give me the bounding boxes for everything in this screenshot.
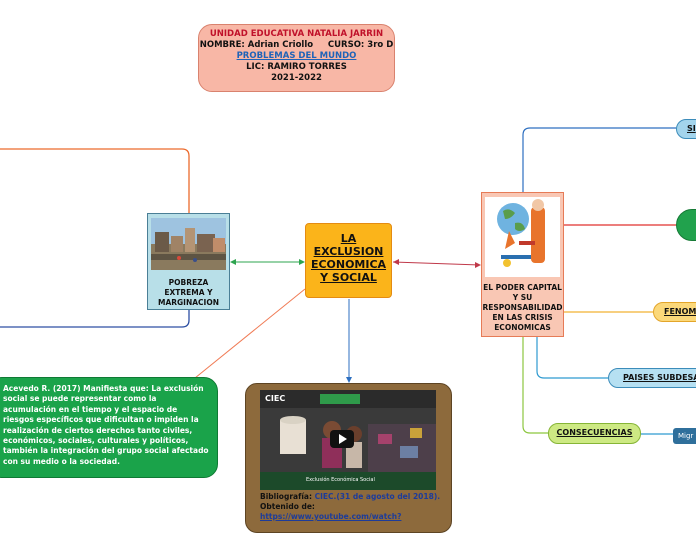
branch-node-si[interactable]: SI (676, 119, 696, 139)
capitalist-globe-illustration (485, 197, 560, 277)
quote-box[interactable]: Acevedo R. (2017) Manifiesta que: La exc… (0, 377, 218, 478)
video-channel: CIEC (265, 394, 286, 403)
school-name: UNIDAD EDUCATIVA NATALIA JARRIN (209, 29, 384, 39)
biblio-citation: CIEC.(31 de agosto del 2018). (314, 492, 441, 501)
poverty-topic[interactable]: POBREZA EXTREMA Y MARGINACION (147, 213, 230, 310)
branch-node-consecuencias[interactable]: CONSECUENCIAS (548, 423, 641, 444)
video-card[interactable]: CIEC Exclusión Económica Social Bibliogr… (245, 383, 452, 533)
central-topic[interactable]: LA EXCLUSION ECONOMICA Y SOCIAL (305, 223, 392, 298)
branch-node-si-label: SI (687, 124, 696, 133)
bibliography: Bibliografía: CIEC.(31 de agosto del 201… (260, 492, 445, 522)
capital-power-label: EL PODER CAPITAL Y SU RESPONSABILIDAD EN… (482, 283, 563, 332)
subject-title: PROBLEMAS DEL MUNDO (236, 51, 357, 61)
arrow-left-head (230, 259, 236, 265)
arrow-video-head (346, 377, 352, 383)
biblio-obtained: Obtenido de: (260, 502, 315, 511)
street-scene-photo (151, 218, 226, 270)
sub-node-migr[interactable]: Migr (673, 428, 696, 444)
connector-lines (0, 127, 676, 435)
arrow-central-head (393, 259, 399, 265)
play-button-icon[interactable] (339, 434, 347, 444)
biblio-url[interactable]: https://www.youtube.com/watch? (260, 512, 402, 521)
arrow-right-head (299, 259, 305, 265)
branch-node-fenom[interactable]: FENOM (653, 302, 696, 322)
quote-text: Acevedo R. (2017) Manifiesta que: La exc… (3, 384, 209, 466)
video-thumbnail[interactable] (260, 390, 436, 490)
connector-top-left (0, 148, 190, 213)
branch-si (522, 127, 676, 192)
branch-paises (536, 337, 608, 379)
teacher-line: LIC: RAMIRO TORRES (246, 62, 347, 72)
branch-conse (522, 337, 548, 434)
school-year: 2021-2022 (271, 73, 322, 83)
connector-central-quote (194, 288, 306, 379)
connector-central-capital (392, 261, 481, 266)
biblio-label: Bibliografía: (260, 492, 312, 501)
poverty-topic-label: POBREZA EXTREMA Y MARGINACION (157, 278, 220, 307)
branch-node-paises[interactable]: PAISES SUBDESAR (608, 368, 696, 388)
capital-power-topic[interactable]: EL PODER CAPITAL Y SU RESPONSABILIDAD EN… (481, 192, 564, 337)
student-line: NOMBRE: Adrian Criollo CURSO: 3ro D (199, 40, 394, 50)
branch-node-paises-label: PAISES SUBDESAR (623, 373, 696, 382)
sub-node-migr-label: Migr (678, 432, 694, 440)
central-topic-label: LA EXCLUSION ECONOMICA Y SOCIAL (310, 232, 387, 284)
header-info-box[interactable]: UNIDAD EDUCATIVA NATALIA JARRIN NOMBRE: … (198, 24, 395, 92)
connector-bottom-left (0, 310, 190, 328)
branch-node-fenom-label: FENOM (664, 307, 696, 316)
arrow-capital-head (475, 262, 481, 268)
video-lower-third: Exclusión Económica Social (306, 477, 375, 483)
branch-node-consecuencias-label: CONSECUENCIAS (556, 428, 633, 437)
